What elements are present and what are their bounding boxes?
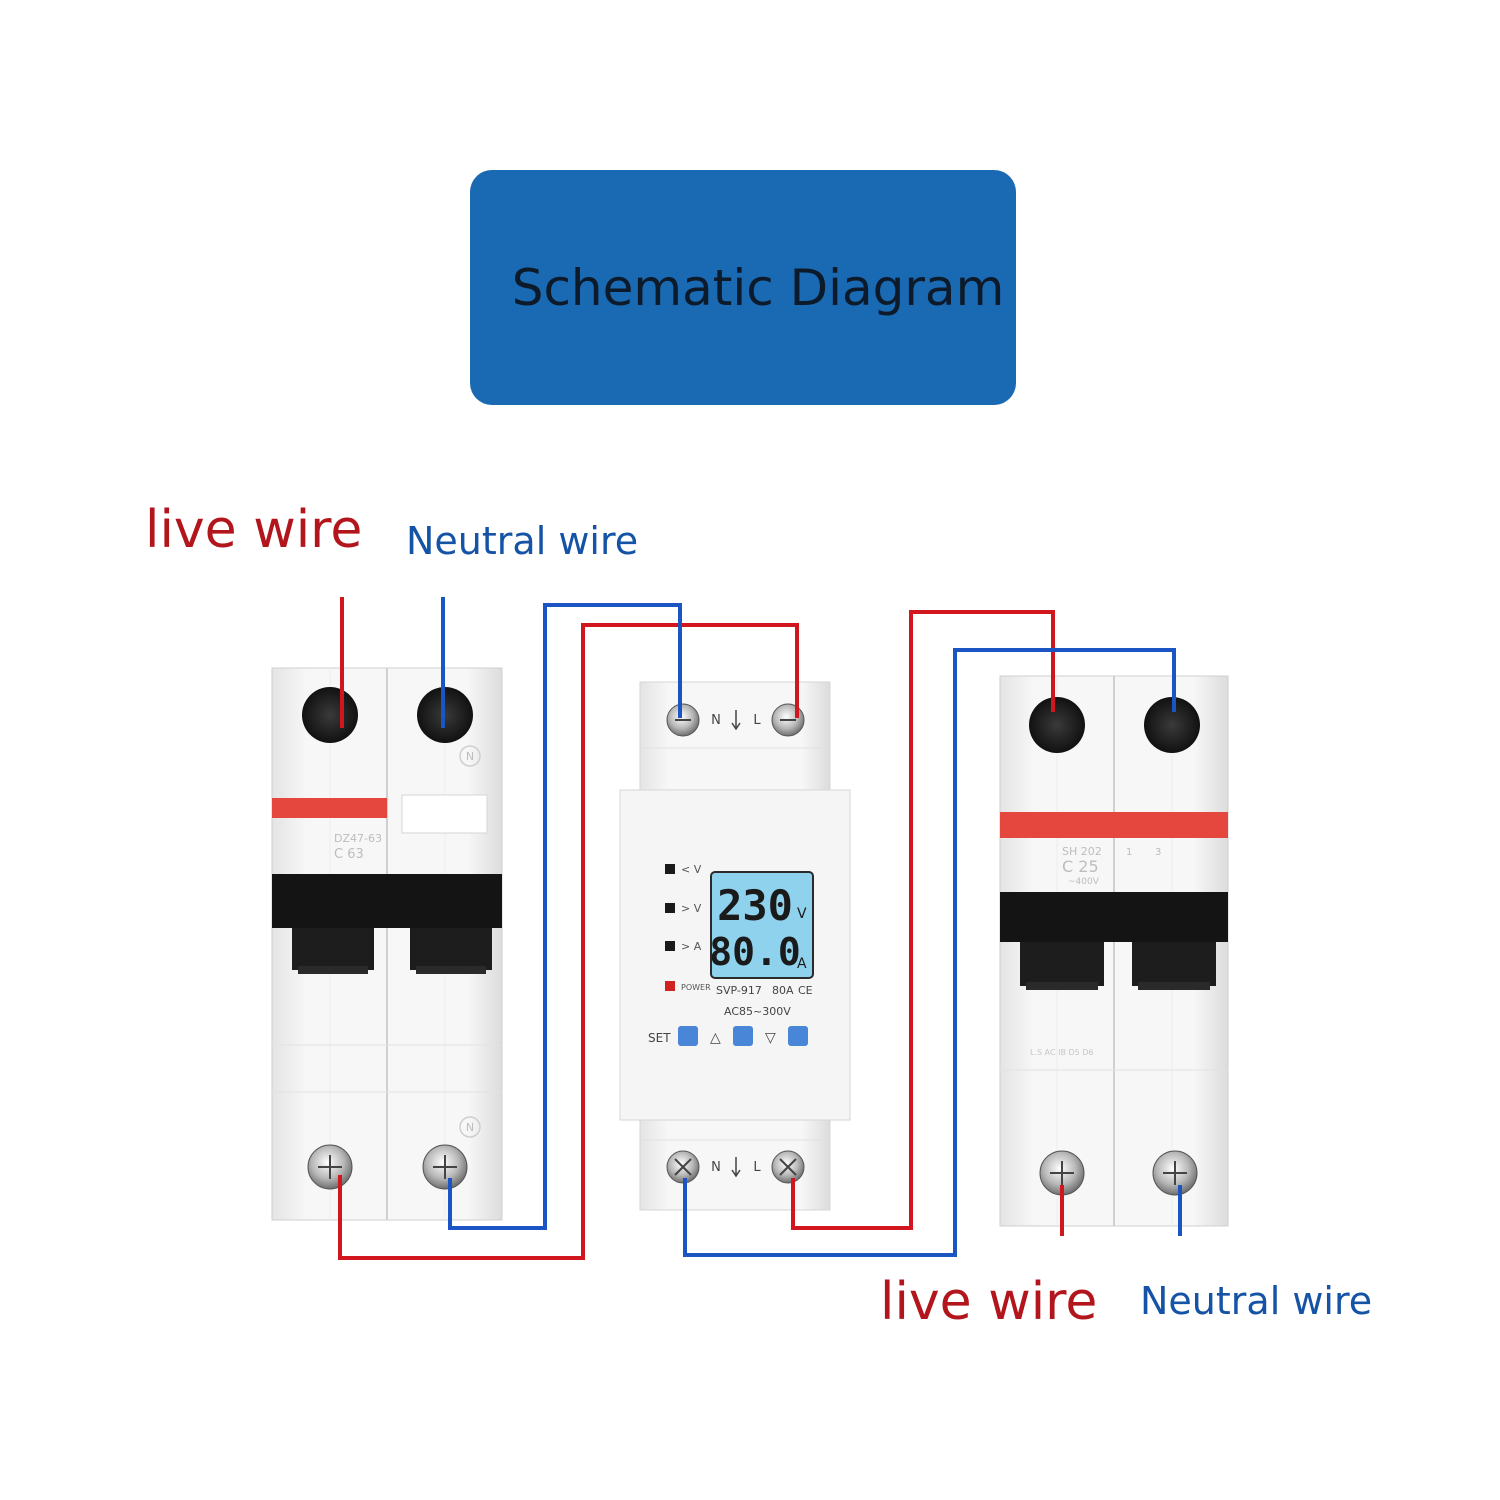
bottom-neutral-wire-label: Neutral wire (1140, 1279, 1373, 1323)
right-breaker-rating: C 25 (1062, 857, 1099, 876)
right-breaker-top-terminal-2 (1144, 697, 1200, 753)
lcd-voltage-unit: V (797, 906, 807, 922)
protector-bottom-label-n: N (711, 1160, 721, 1175)
lcd-current-value: 80.0 (709, 930, 801, 974)
down-label: ▽ (765, 1030, 776, 1046)
right-breaker-bottom-marks: L.S AC IB D5 D6 (1030, 1048, 1094, 1057)
left-breaker-stripe (272, 798, 387, 818)
svg-text:N: N (466, 750, 474, 763)
up-button[interactable] (733, 1026, 753, 1046)
earth-arrow-icon (731, 710, 741, 731)
left-breaker-neutral-mark-top (459, 745, 481, 767)
svg-text:> A: > A (681, 940, 702, 953)
svg-text:POWER: POWER (681, 983, 711, 992)
led-power (665, 981, 675, 991)
lcd-display (710, 871, 814, 979)
set-button[interactable] (678, 1026, 698, 1046)
left-breaker-handle-band (272, 874, 502, 928)
protector-voltage-range: AC85~300V (724, 1005, 791, 1018)
protector-ce-mark: CE (798, 984, 813, 997)
svg-text:1: 1 (1126, 847, 1132, 858)
lcd-current-unit: A (797, 956, 807, 972)
protector-rating: 80A (772, 984, 794, 997)
left-breaker-neutral-mark-bottom (459, 1116, 481, 1138)
protector-bottom-label-l: L (753, 1160, 761, 1175)
svg-text:< V: < V (681, 863, 702, 876)
right-breaker-top-terminal-1 (1029, 697, 1085, 753)
diagram-title: Schematic Diagram (511, 258, 1005, 317)
left-breaker-model: DZ47-63 (334, 832, 382, 845)
up-label: △ (710, 1030, 721, 1046)
led-over-voltage (665, 903, 675, 913)
live-wire-breaker-to-protector (338, 623, 799, 1260)
right-breaker-voltage: ~400V (1068, 877, 1100, 887)
down-button[interactable] (788, 1026, 808, 1046)
set-label: SET (648, 1031, 671, 1045)
right-breaker-handle-band (1000, 892, 1228, 942)
top-neutral-wire-label: Neutral wire (406, 519, 639, 563)
protector-top-label-l: L (753, 713, 761, 728)
led-over-current (665, 941, 675, 951)
right-breaker-model: SH 202 (1062, 845, 1102, 858)
bottom-live-wire-label: live wire (880, 1272, 1098, 1332)
earth-arrow-icon (731, 1157, 741, 1178)
right-breaker-stripe (1000, 812, 1228, 838)
svg-text:3: 3 (1155, 847, 1161, 858)
neutral-wire-protector-to-breaker (683, 648, 1176, 1257)
left-circuit-breaker: DZ47-63 C 63 N N (271, 667, 503, 1221)
live-wire-protector-to-breaker (791, 610, 1055, 1230)
left-breaker-top-terminal-1 (302, 687, 358, 743)
title-banner: Schematic Diagram (470, 170, 1016, 405)
wiring (338, 597, 1182, 1260)
svg-text:> V: > V (681, 902, 702, 915)
protector-model: SVP-917 (716, 984, 762, 997)
svg-text:N: N (466, 1121, 474, 1134)
led-under-voltage (665, 864, 675, 874)
protector-top-label-n: N (711, 713, 721, 728)
top-live-wire-label: live wire (145, 500, 363, 560)
voltage-protector-device: N L < V > V > A POWER 230 V 80.0 A SVP-9… (619, 681, 851, 1211)
left-breaker-rating: C 63 (334, 847, 364, 862)
lcd-voltage-value: 230 (717, 881, 793, 930)
right-circuit-breaker: SH 202 C 25 ~400V 1 3 L.S AC IB D5 D6 (999, 675, 1229, 1227)
neutral-wire-breaker-to-protector (448, 603, 682, 1230)
